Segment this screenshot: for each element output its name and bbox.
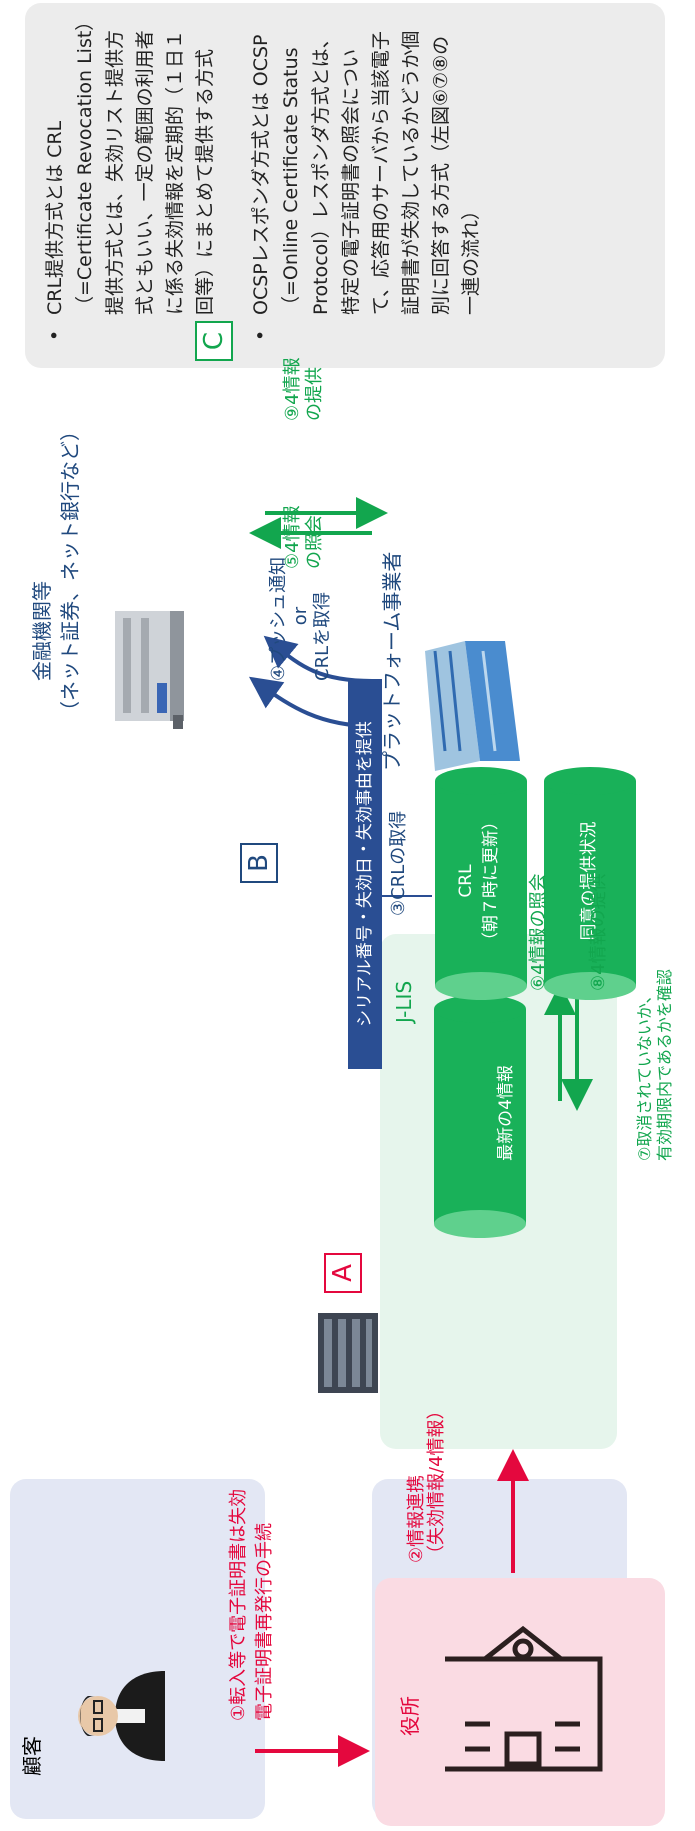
db-crl-label-line1: CRL xyxy=(456,864,476,898)
note-ocsp: OCSPレスポンダ方式とは OCSP（=Online Certificate S… xyxy=(246,18,486,315)
step4-label-line1: ④プッシュ通知 xyxy=(268,556,289,681)
jlis-banner: シリアル番号・失効日・失効事由を提供 xyxy=(348,679,382,1069)
marker-a: A xyxy=(324,1253,362,1293)
step2-label-line2: （失効情報/4情報） xyxy=(426,1401,447,1563)
db-latest-label: 最新の4情報 xyxy=(496,1065,516,1161)
notes-box: CRL提供方式とは CRL（=Certificate Revocation Li… xyxy=(40,18,512,353)
step4-label-line3: CRLを取得 xyxy=(312,591,333,681)
step9-label-line1: ⑨4情報 xyxy=(282,357,303,421)
marker-b: B xyxy=(240,843,278,883)
note-crl: CRL提供方式とは CRL（=Certificate Revocation Li… xyxy=(40,18,220,315)
step4-label-line2: or xyxy=(290,606,311,626)
db-consent xyxy=(544,767,636,1000)
step9-label-line2: の提供 xyxy=(304,367,325,421)
customer-label: 顧客 xyxy=(20,1736,44,1776)
step3-label: ③CRLの取得 xyxy=(388,810,409,916)
step6-label: ⑥4情報の照会 xyxy=(528,873,549,991)
step5-label-line1: ⑤4情報 xyxy=(282,505,303,569)
city-hall-icon xyxy=(445,1625,603,1772)
step7-label-line1: ⑦取消されていないか、 xyxy=(635,987,654,1161)
step7-label-line2: 有効期限内であるかを確認 xyxy=(655,969,674,1161)
jlis-label: J-LIS xyxy=(392,980,416,1023)
notes-list: CRL提供方式とは CRL（=Certificate Revocation Li… xyxy=(40,18,486,353)
server-rack-icon xyxy=(318,1313,378,1393)
person-icon xyxy=(78,1671,165,1761)
db-crl xyxy=(435,767,527,1000)
building-icon xyxy=(115,611,184,729)
skyscraper-icon xyxy=(425,641,520,771)
db-crl-label-line2: （朝７時に更新） xyxy=(481,813,501,949)
step1-label-line2: 電子証明書再発行の手続 xyxy=(254,1523,275,1721)
platform-label: プラットフォーム事業者 xyxy=(380,551,404,771)
step5-label-line2: の照会 xyxy=(304,515,325,569)
step1-label-line1: ①転入等で電子証明書は失効 xyxy=(228,1488,249,1721)
bank-label-line1: 金融機関等 xyxy=(30,581,54,681)
db-latest-4info xyxy=(434,995,526,1238)
office-label: 役所 xyxy=(398,1696,422,1736)
step2-label-line1: ②情報連携 xyxy=(406,1474,427,1563)
step8-label: ⑧4情報の提供 xyxy=(588,873,609,991)
bank-label-line2: （ネット証券、ネット銀行など） xyxy=(58,421,82,721)
